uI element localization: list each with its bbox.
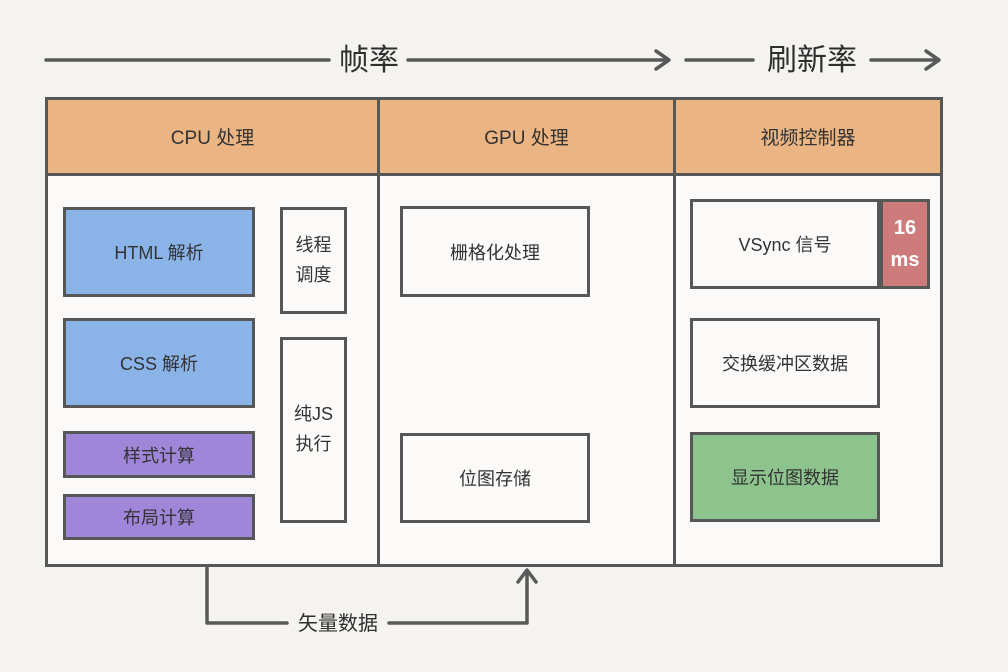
thread-schedule-box: 线程 调度 bbox=[280, 207, 347, 314]
layout-calc-box: 布局计算 bbox=[63, 494, 255, 540]
html-parse-label: HTML 解析 bbox=[114, 243, 204, 263]
refresh-rate-label: 刷新率 bbox=[767, 44, 857, 77]
thread-schedule-label-line2: 调度 bbox=[295, 264, 332, 285]
display-bitmap-label: 显示位图数据 bbox=[731, 468, 839, 488]
frame-rate-label: 帧率 bbox=[339, 44, 399, 77]
vector-data-connector-right bbox=[387, 570, 529, 625]
vsync-signal-label: VSync 信号 bbox=[738, 235, 832, 255]
style-calc-label: 样式计算 bbox=[123, 445, 195, 466]
thread-schedule-label-line1: 线程 bbox=[295, 234, 332, 255]
vsync-interval-label-line2: ms bbox=[890, 249, 920, 271]
swap-buffer-label: 交换缓冲区数据 bbox=[722, 354, 848, 374]
vsync-interval-16ms-box: 16 ms bbox=[880, 199, 930, 289]
rasterize-box: 栅格化处理 bbox=[400, 206, 590, 297]
bitmap-store-box: 位图存储 bbox=[400, 433, 590, 523]
cpu-column-header: CPU 处理 bbox=[48, 100, 377, 176]
vector-data-connector-left bbox=[205, 566, 289, 625]
pure-js-label-line2: 执行 bbox=[295, 434, 332, 454]
css-parse-box: CSS 解析 bbox=[63, 318, 255, 408]
css-parse-label: CSS 解析 bbox=[119, 354, 198, 374]
vsync-signal-box: VSync 信号 bbox=[690, 199, 880, 289]
layout-calc-label: 布局计算 bbox=[123, 508, 195, 528]
rasterize-label: 栅格化处理 bbox=[450, 242, 540, 263]
refresh-rate-arrowhead-icon bbox=[924, 49, 941, 71]
vector-data-label: 矢量数据 bbox=[298, 613, 378, 635]
vsync-interval-label-line1: 16 bbox=[893, 217, 917, 239]
video-controller-column-header: 视频控制器 bbox=[676, 100, 940, 176]
html-parse-box: HTML 解析 bbox=[63, 207, 255, 297]
bitmap-store-label: 位图存储 bbox=[459, 469, 531, 489]
gpu-column-header: GPU 处理 bbox=[380, 100, 673, 176]
vector-data-arrowhead-icon bbox=[516, 568, 538, 584]
frame-rate-arrowhead-icon bbox=[654, 49, 671, 71]
swap-buffer-box: 交换缓冲区数据 bbox=[690, 318, 880, 408]
pure-js-box: 纯JS 执行 bbox=[280, 337, 347, 523]
pure-js-label-line1: 纯JS bbox=[293, 404, 333, 425]
display-bitmap-box: 显示位图数据 bbox=[690, 432, 880, 522]
style-calc-box: 样式计算 bbox=[63, 431, 255, 478]
